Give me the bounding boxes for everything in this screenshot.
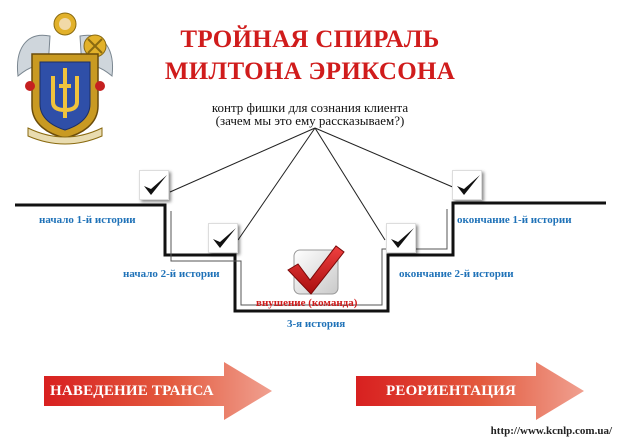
arrow-right-label: РЕОРИЕНТАЦИЯ: [386, 383, 516, 399]
checkbox-start-2: [208, 223, 238, 253]
label-end-story-2: окончание 2-й истории: [399, 268, 514, 280]
checkmark-icon: [391, 228, 414, 248]
label-end-story-1: окончание 1-й истории: [457, 214, 572, 226]
label-suggestion: внушение (команда): [256, 297, 358, 309]
checkmark-icon: [213, 228, 236, 248]
arrow-trance-induction: [44, 362, 272, 420]
subtitle-line1: контр фишки для сознания клиента: [211, 100, 409, 115]
checkbox-end-1: [452, 170, 482, 200]
label-start-story-1: начало 1-й истории: [39, 214, 136, 226]
label-story-3: 3-я история: [287, 318, 346, 330]
page-title-line2: МИЛТОНА ЭРИКСОНА: [164, 58, 456, 85]
subtitle-line2: (зачем мы это ему рассказываем?): [215, 113, 405, 128]
checkmark-icon: [144, 175, 167, 195]
arrow-reorientation: [356, 362, 584, 420]
checkbox-end-2: [386, 223, 416, 253]
coat-of-arms-emblem: [16, 12, 114, 145]
arrow-left-label: НАВЕДЕНИЕ ТРАНСА: [50, 383, 214, 399]
checkbox-start-1: [139, 170, 169, 200]
checkmark-icon: [457, 175, 480, 195]
label-start-story-2: начало 2-й истории: [123, 268, 220, 280]
step-profile: [15, 201, 606, 313]
footer-url[interactable]: http://www.kcnlp.com.ua/: [490, 425, 612, 437]
pointer-lines: [169, 127, 456, 241]
page-title-line1: ТРОЙНАЯ СПИРАЛЬ: [180, 26, 440, 53]
big-checkmark-icon: [287, 245, 345, 295]
